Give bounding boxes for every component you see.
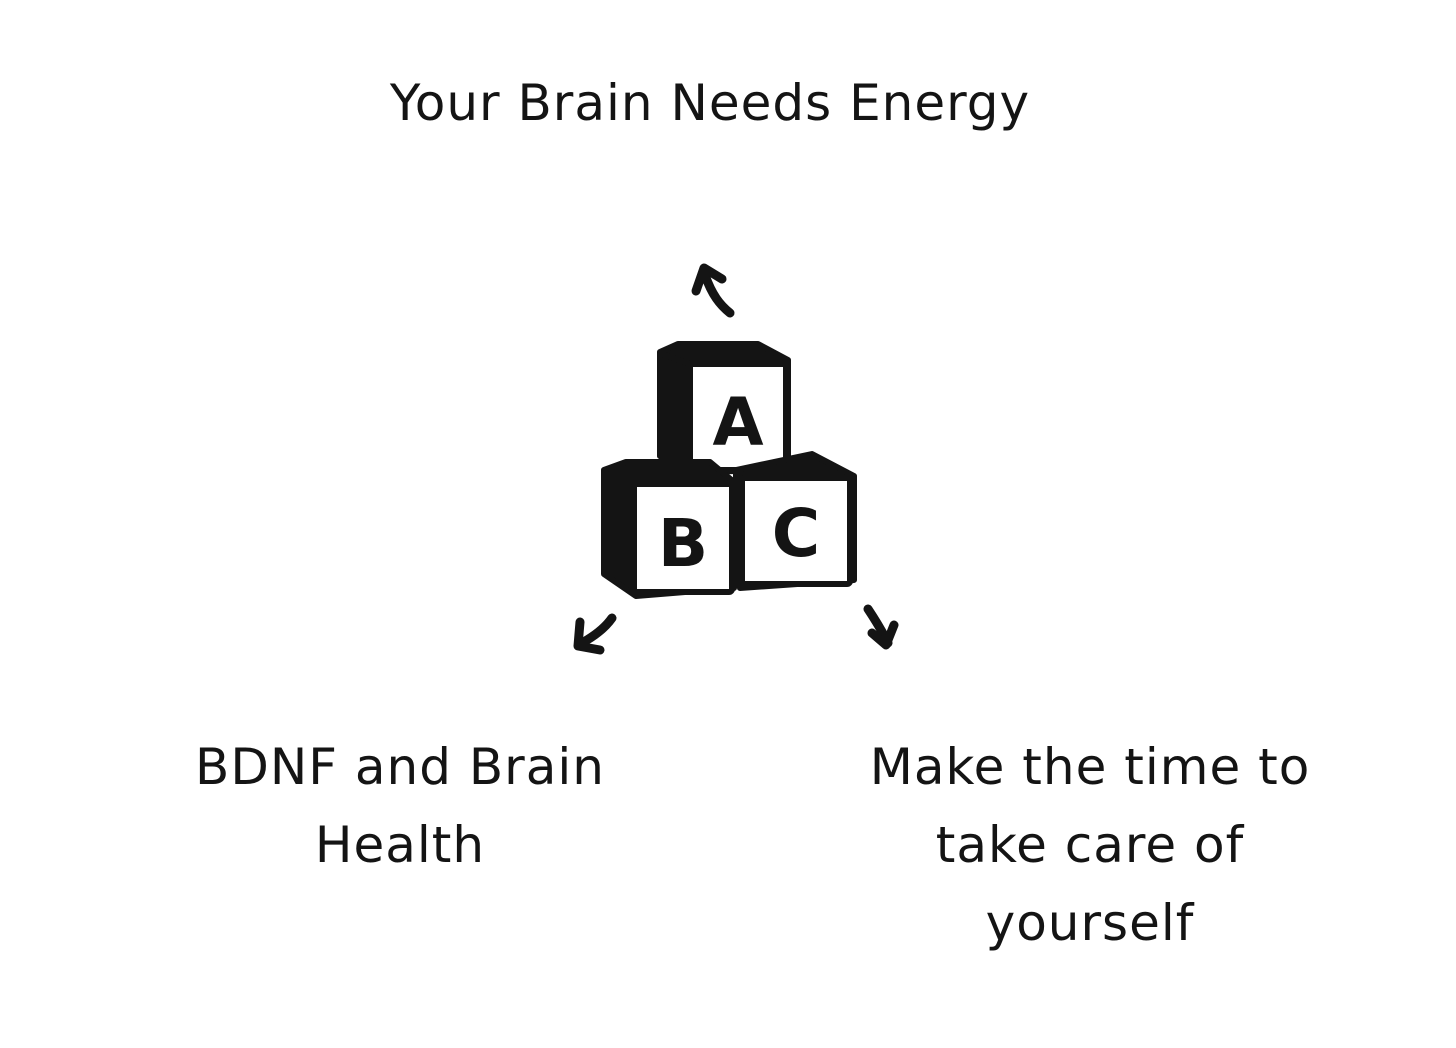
arrow-up-left-icon (691, 263, 735, 318)
block-b-letter: B (658, 505, 708, 582)
block-b: B (601, 459, 737, 599)
block-c-letter: C (772, 495, 820, 572)
abc-blocks-icon: A B C (601, 341, 857, 599)
block-a: A (657, 341, 791, 475)
block-c: C (733, 451, 857, 591)
block-a-letter: A (712, 384, 763, 461)
arrow-down-left-icon (573, 613, 617, 655)
right-label: Make the time to take care of yourself (869, 738, 1311, 952)
top-label: Your Brain Needs Energy (389, 74, 1031, 132)
arrow-down-right-icon (863, 604, 899, 650)
left-label: BDNF and Brain Health (195, 738, 605, 874)
